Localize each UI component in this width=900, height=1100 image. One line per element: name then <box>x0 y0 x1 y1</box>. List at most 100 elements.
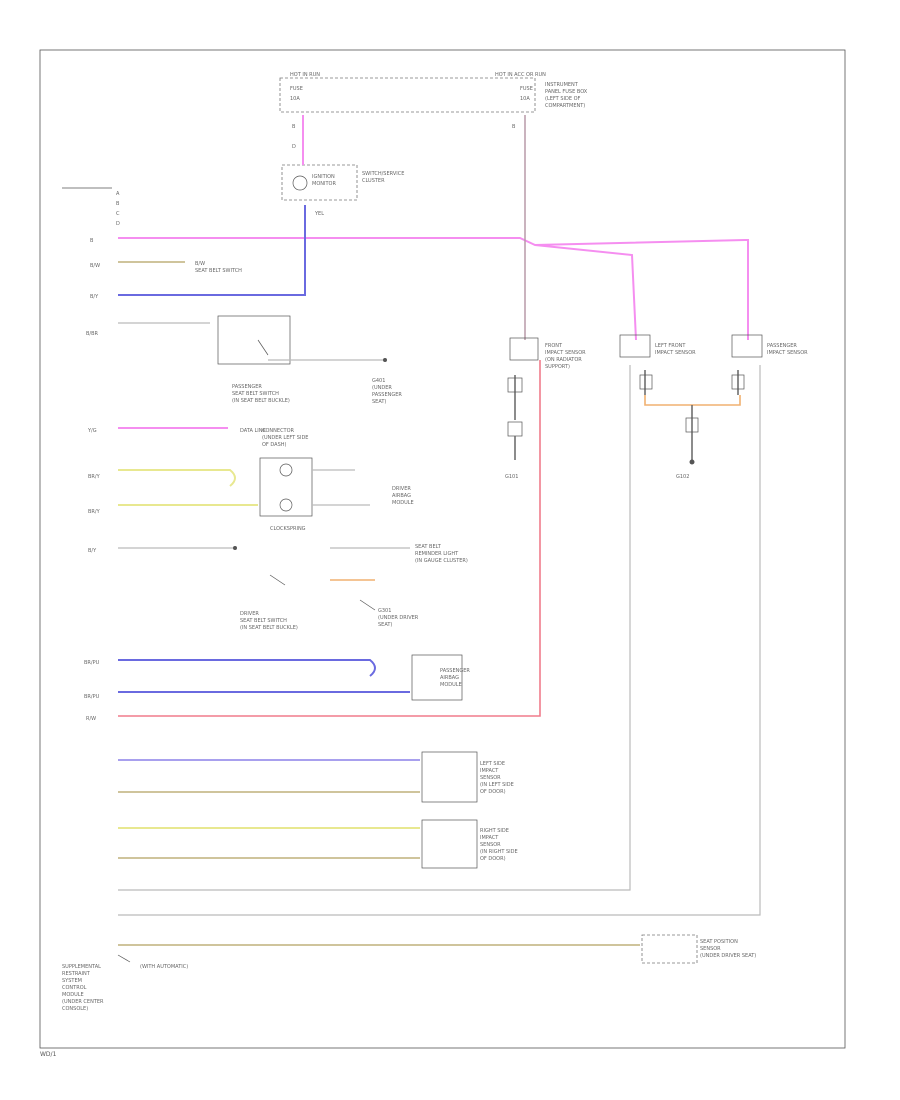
svg-text:FUSE: FUSE <box>520 86 533 92</box>
svg-text:(IN RIGHT SIDE: (IN RIGHT SIDE <box>480 849 518 855</box>
svg-text:10A: 10A <box>290 96 300 102</box>
fuse-pins: B D B <box>292 124 516 150</box>
svg-text:MONITOR: MONITOR <box>312 181 336 187</box>
svg-text:CONNECTOR: CONNECTOR <box>262 428 295 434</box>
svg-text:RESTRAINT: RESTRAINT <box>62 971 91 977</box>
wire-gray-long-2 <box>118 365 761 916</box>
svg-text:G401: G401 <box>372 378 385 384</box>
svg-text:CLOCKSPRING: CLOCKSPRING <box>270 526 306 532</box>
relay-block: IGNITION MONITOR SWITCH/SERVICE CLUSTER … <box>281 164 404 217</box>
svg-text:SEAT): SEAT) <box>372 399 386 405</box>
svg-text:OF DOOR): OF DOOR) <box>480 789 506 795</box>
seat-position-sensor: SEAT POSITION SENSOR (UNDER DRIVER SEAT) <box>641 934 756 964</box>
fuse-box: HOT IN RUN HOT IN ACC OR RUN FUSE 10A FU… <box>279 72 588 113</box>
svg-text:PASSENGER: PASSENGER <box>767 343 797 349</box>
svg-text:(LEFT SIDE OF: (LEFT SIDE OF <box>545 96 581 102</box>
svg-text:AIRBAG: AIRBAG <box>392 493 411 499</box>
svg-text:R/W: R/W <box>86 716 96 722</box>
svg-text:B/W: B/W <box>195 261 205 267</box>
wire-pink-branch <box>534 244 637 341</box>
svg-text:MODULE: MODULE <box>62 992 84 998</box>
svg-text:IMPACT: IMPACT <box>480 768 499 774</box>
svg-text:SUPPLEMENTAL: SUPPLEMENTAL <box>62 964 101 970</box>
front-crash-sensor-center: FRONT IMPACT SENSOR (ON RADIATOR SUPPORT… <box>505 337 586 480</box>
svg-text:SWITCH/SERVICE: SWITCH/SERVICE <box>362 171 404 177</box>
wire-blue-vertical <box>118 205 306 296</box>
svg-text:(UNDER: (UNDER <box>372 385 392 391</box>
svg-text:PASSENGER: PASSENGER <box>372 392 402 398</box>
svg-text:SEAT BELT SWITCH: SEAT BELT SWITCH <box>240 618 287 624</box>
svg-text:CONTROL: CONTROL <box>62 985 87 991</box>
svg-text:(IN GAUGE CLUSTER): (IN GAUGE CLUSTER) <box>415 558 468 564</box>
svg-text:INSTRUMENT: INSTRUMENT <box>545 82 579 88</box>
svg-text:HOT IN RUN: HOT IN RUN <box>290 72 320 78</box>
svg-text:(UNDER LEFT SIDE: (UNDER LEFT SIDE <box>262 435 308 441</box>
svg-text:SEAT BELT: SEAT BELT <box>415 544 442 550</box>
svg-text:D: D <box>116 221 120 227</box>
svg-text:IMPACT SENSOR: IMPACT SENSOR <box>545 350 586 356</box>
svg-text:D: D <box>292 144 296 150</box>
svg-text:SENSOR: SENSOR <box>700 946 721 952</box>
svg-text:G101: G101 <box>505 474 518 480</box>
svg-text:B/BR: B/BR <box>86 331 99 337</box>
driver-seatbelt-switch: SEAT BELT REMINDER LIGHT (IN GAUGE CLUST… <box>118 544 468 631</box>
ground-point <box>689 459 695 465</box>
svg-text:FUSE: FUSE <box>290 86 303 92</box>
svg-text:LEFT FRONT: LEFT FRONT <box>655 343 686 349</box>
svg-text:IMPACT SENSOR: IMPACT SENSOR <box>655 350 696 356</box>
svg-text:DATA LINK: DATA LINK <box>240 428 266 434</box>
ground-connector <box>685 417 699 433</box>
wire-blue-pass-1 <box>118 659 376 677</box>
svg-text:BR/Y: BR/Y <box>88 509 101 515</box>
svg-text:G301: G301 <box>378 608 391 614</box>
svg-text:(IN SEAT BELT BUCKLE): (IN SEAT BELT BUCKLE) <box>232 398 290 404</box>
svg-text:(UNDER CENTER: (UNDER CENTER <box>62 999 104 1005</box>
svg-text:CONSOLE): CONSOLE) <box>62 1006 88 1012</box>
svg-text:B: B <box>292 124 296 130</box>
svg-text:REMINDER LIGHT: REMINDER LIGHT <box>415 551 459 557</box>
svg-text:SENSOR: SENSOR <box>480 842 501 848</box>
passenger-airbag-box <box>411 654 463 701</box>
svg-text:IMPACT SENSOR: IMPACT SENSOR <box>767 350 808 356</box>
svg-text:SEAT POSITION: SEAT POSITION <box>700 939 738 945</box>
svg-text:A: A <box>116 191 120 197</box>
svg-text:(UNDER DRIVER SEAT): (UNDER DRIVER SEAT) <box>700 953 756 959</box>
svg-text:AIRBAG: AIRBAG <box>440 675 459 681</box>
wire-orange-ground <box>644 395 741 406</box>
svg-text:SEAT BELT SWITCH: SEAT BELT SWITCH <box>195 268 242 274</box>
wire-red <box>118 360 541 717</box>
svg-text:C: C <box>116 211 120 217</box>
svg-text:SENSOR: SENSOR <box>480 775 501 781</box>
svg-text:BR/Y: BR/Y <box>88 474 101 480</box>
svg-text:OF DASH): OF DASH) <box>262 442 287 448</box>
svg-text:(IN LEFT SIDE: (IN LEFT SIDE <box>480 782 514 788</box>
svg-text:DRIVER: DRIVER <box>240 611 259 617</box>
svg-text:IMPACT: IMPACT <box>480 835 499 841</box>
svg-text:SEAT BELT SWITCH: SEAT BELT SWITCH <box>232 391 279 397</box>
left-module-edge: A B C D B B/W B/Y B/BR Y/G BR/Y BR/Y B/Y… <box>62 187 120 722</box>
svg-text:B: B <box>512 124 516 130</box>
svg-text:FRONT: FRONT <box>545 343 563 349</box>
svg-text:HOT IN ACC OR RUN: HOT IN ACC OR RUN <box>495 72 546 78</box>
svg-text:B: B <box>116 201 120 207</box>
page-corner-mark: WD/1 <box>40 1051 57 1058</box>
svg-text:DRIVER: DRIVER <box>392 486 411 492</box>
svg-text:SEAT): SEAT) <box>378 622 392 628</box>
svg-text:SUPPORT): SUPPORT) <box>545 364 570 370</box>
svg-text:PASSENGER: PASSENGER <box>232 384 262 390</box>
left-impact-sensor: LEFT SIDE IMPACT SENSOR (IN LEFT SIDE OF… <box>421 751 514 803</box>
svg-text:MODULE: MODULE <box>440 682 462 688</box>
svg-text:YEL: YEL <box>314 211 324 217</box>
wire-pink-main <box>118 237 749 340</box>
svg-text:B/Y: B/Y <box>88 548 97 554</box>
svg-text:MODULE: MODULE <box>392 500 414 506</box>
wire-gray-long-1 <box>118 365 631 891</box>
svg-text:B: B <box>90 238 94 244</box>
svg-text:PANEL FUSE BOX: PANEL FUSE BOX <box>545 89 588 95</box>
svg-text:(ON RADIATOR: (ON RADIATOR <box>545 357 582 363</box>
svg-text:B/W: B/W <box>90 263 100 269</box>
wire-yellow-1 <box>118 469 236 487</box>
svg-text:IGNITION: IGNITION <box>312 174 335 180</box>
svg-text:OF DOOR): OF DOOR) <box>480 856 506 862</box>
